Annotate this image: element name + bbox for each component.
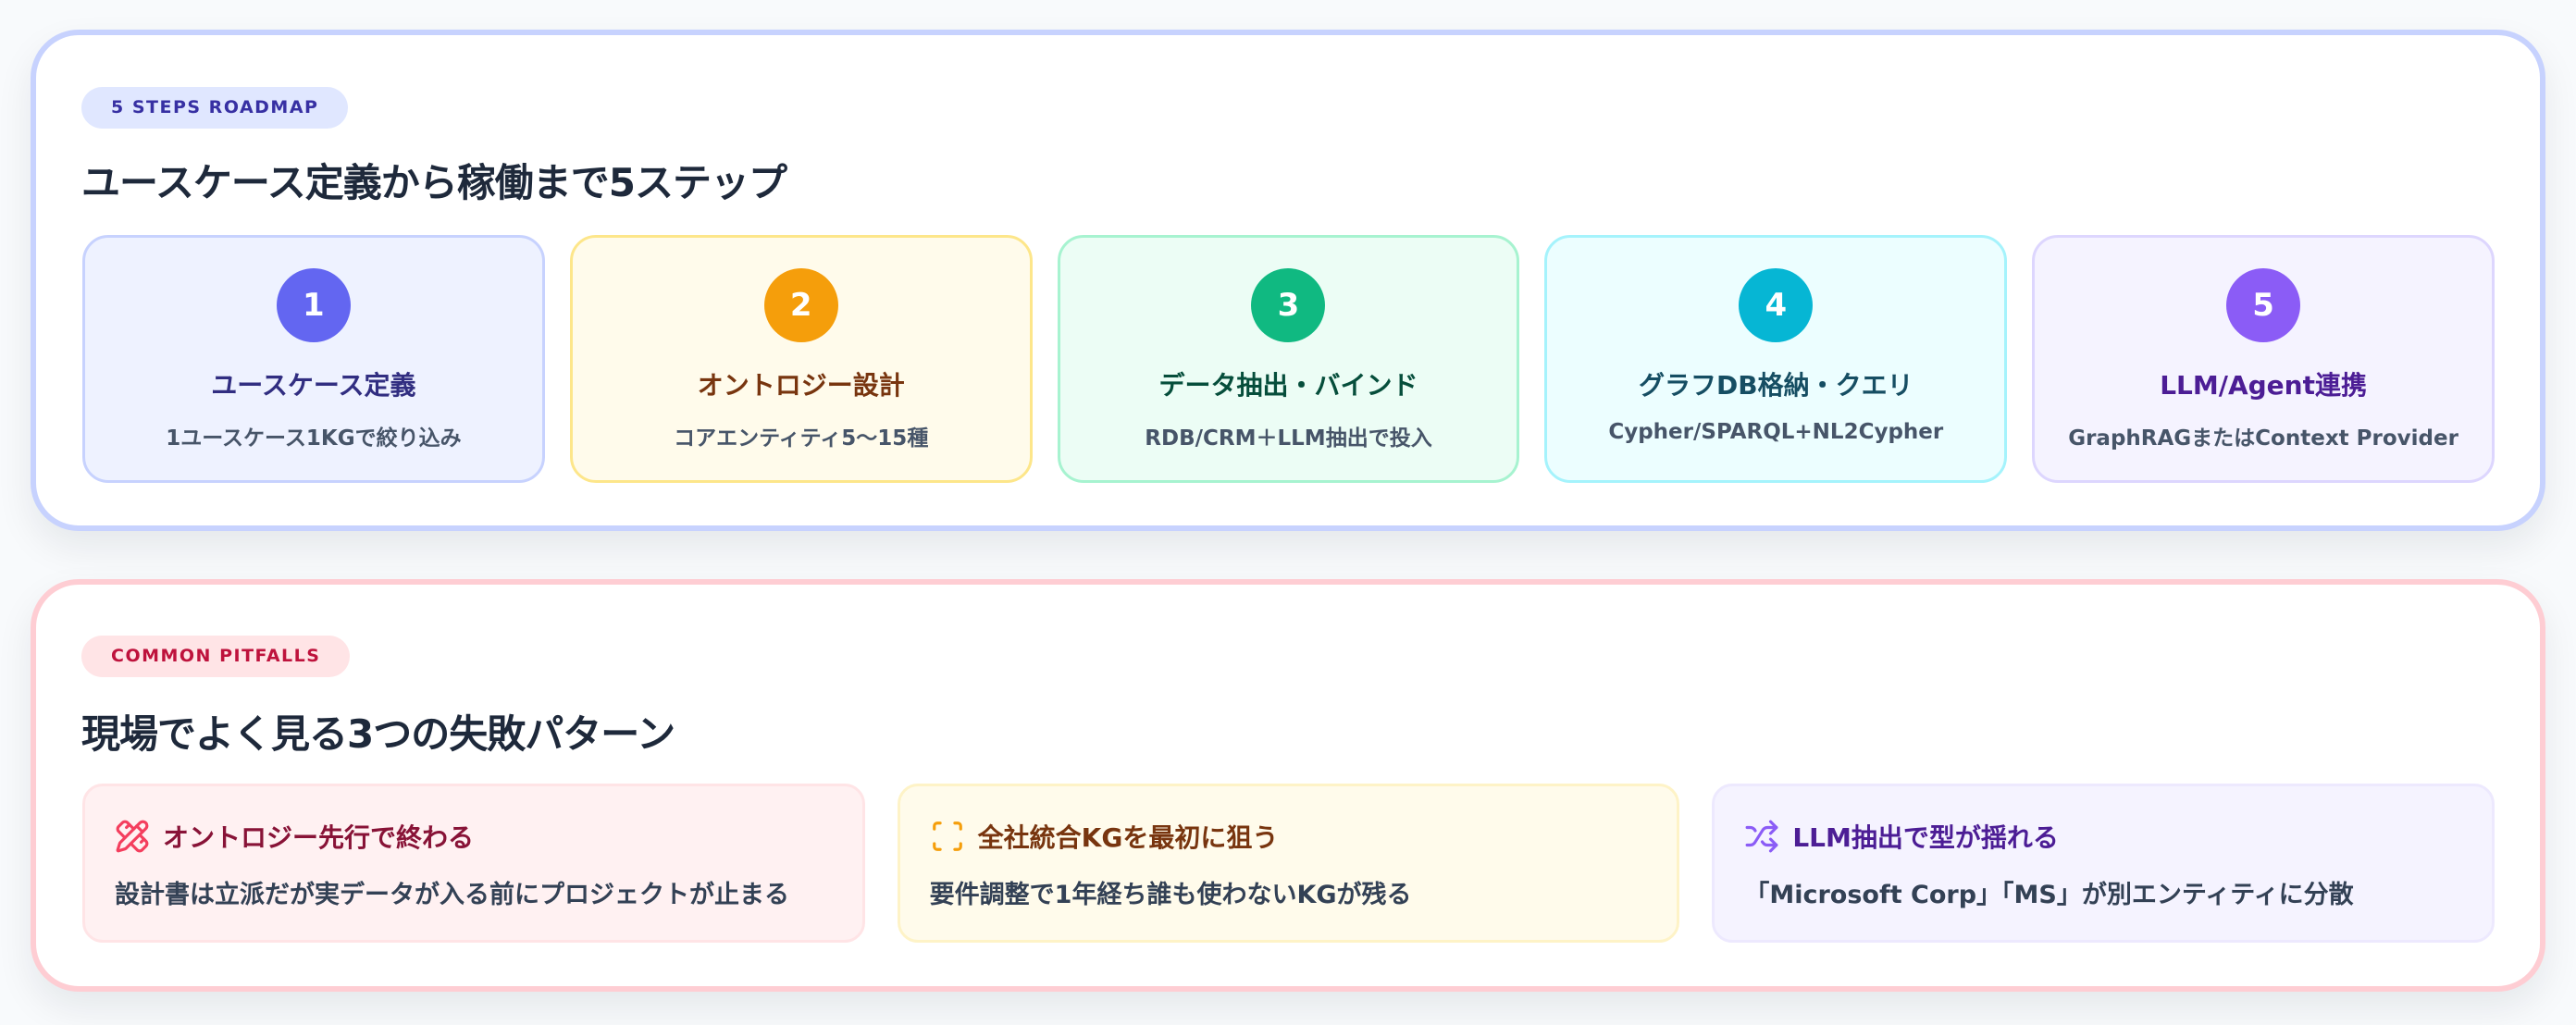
step-card-3: 3 データ抽出・バインド RDB/CRM＋LLM抽出で投入 <box>1057 235 1520 483</box>
step-title: LLM/Agent連携 <box>2160 370 2367 401</box>
step-description: GraphRAGまたはContext Provider <box>2068 426 2458 451</box>
pitfalls-panel: COMMON PITFALLS 現場でよく見る3つの失敗パターン オントロジー先… <box>31 579 2545 992</box>
step-title: グラフDB格納・クエリ <box>1638 370 1913 401</box>
step-description: 1ユースケース1KGで絞り込み <box>166 426 462 451</box>
pitfall-description: 要件調整で1年経ち誰も使わないKGが残る <box>929 881 1412 909</box>
pitfall-card-3: LLM抽出で型が揺れる 「Microsoft Corp」「MS」が別エンティティ… <box>1712 784 2496 943</box>
roadmap-title: ユースケース定義から稼働まで5ステップ <box>81 160 787 205</box>
pitfalls-title: 現場でよく見る3つの失敗パターン <box>81 711 675 757</box>
scan-icon <box>930 819 965 854</box>
step-description: コアエンティティ5〜15種 <box>674 426 929 451</box>
step-title: ユースケース定義 <box>211 370 416 401</box>
pitfall-title: LLM抽出で型が揺れる <box>1792 822 2059 853</box>
step-card-4: 4 グラフDB格納・クエリ Cypher/SPARQL+NL2Cypher <box>1544 235 2008 483</box>
pencil-ruler-icon <box>115 819 150 854</box>
pitfalls-badge: COMMON PITFALLS <box>81 636 351 677</box>
step-description: RDB/CRM＋LLM抽出で投入 <box>1145 426 1432 451</box>
pitfall-description: 「Microsoft Corp」「MS」が別エンティティに分散 <box>1744 881 2354 909</box>
pitfall-title: 全社統合KGを最初に狙う <box>977 822 1279 853</box>
step-card-1: 1 ユースケース定義 1ユースケース1KGで絞り込み <box>82 235 545 483</box>
shuffle-icon <box>1744 819 1779 854</box>
pitfalls-list: オントロジー先行で終わる 設計書は立派だが実データが入る前にプロジェクトが止まる… <box>82 784 2496 943</box>
pitfall-card-1: オントロジー先行で終わる 設計書は立派だが実データが入る前にプロジェクトが止まる <box>82 784 865 943</box>
pitfall-title: オントロジー先行で終わる <box>163 822 475 853</box>
roadmap-badge: 5 STEPS ROADMAP <box>81 87 349 129</box>
step-number-badge: 3 <box>1251 268 1326 342</box>
step-card-2: 2 オントロジー設計 コアエンティティ5〜15種 <box>569 235 1033 483</box>
pitfall-card-2: 全社統合KGを最初に狙う 要件調整で1年経ち誰も使わないKGが残る <box>897 784 1680 943</box>
pitfall-description: 設計書は立派だが実データが入る前にプロジェクトが止まる <box>115 881 789 909</box>
step-number-badge: 5 <box>2226 268 2301 342</box>
step-card-5: 5 LLM/Agent連携 GraphRAGまたはContext Provide… <box>2032 235 2495 483</box>
step-description: Cypher/SPARQL+NL2Cypher <box>1608 420 1944 444</box>
step-number-badge: 2 <box>763 268 838 342</box>
step-title: オントロジー設計 <box>697 370 905 401</box>
steps-list: 1 ユースケース定義 1ユースケース1KGで絞り込み 2 オントロジー設計 コア… <box>82 235 2495 483</box>
step-title: データ抽出・バインド <box>1158 370 1418 401</box>
roadmap-panel: 5 STEPS ROADMAP ユースケース定義から稼働まで5ステップ 1 ユー… <box>31 30 2545 531</box>
step-number-badge: 4 <box>1739 268 1814 342</box>
step-number-badge: 1 <box>276 268 351 342</box>
